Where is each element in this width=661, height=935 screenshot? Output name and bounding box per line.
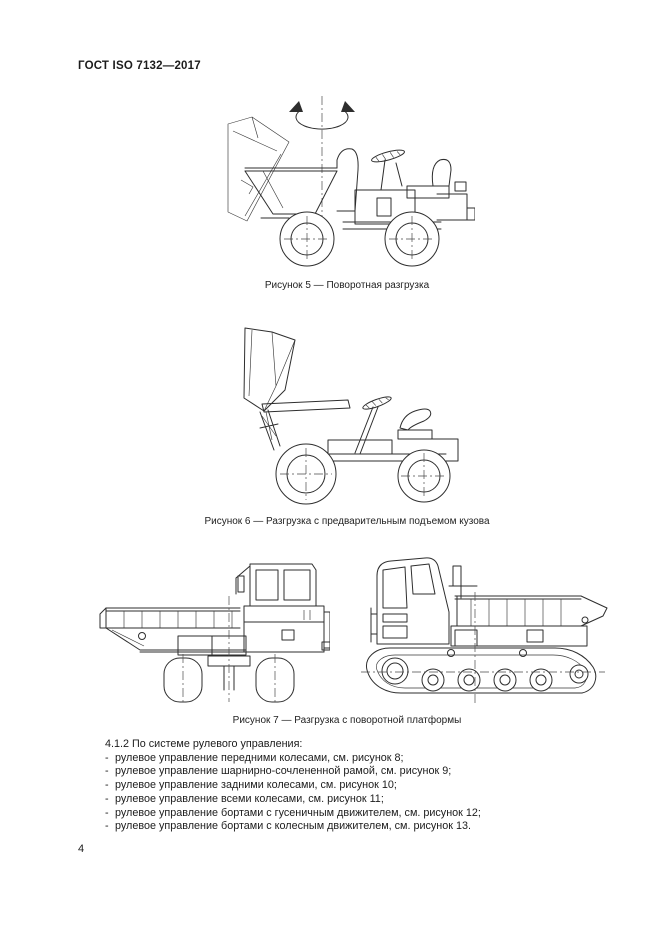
list-item: -рулевое управление всеми колесами, см. … — [105, 793, 481, 807]
bullet-dash: - — [105, 765, 109, 778]
figure-6-drawing-dumper-elevated-skip — [243, 327, 459, 505]
figure-6-caption: Рисунок 6 — Разгрузка с предварительным … — [204, 516, 490, 527]
list-item-text: рулевое управление передними колесами, с… — [115, 751, 404, 764]
page-number: 4 — [78, 843, 85, 855]
figure-7-right — [355, 550, 611, 711]
bullet-dash: - — [105, 792, 109, 805]
section-4-1-2: 4.1.2 По системе рулевого управления: -р… — [105, 738, 481, 834]
list-item: -рулевое управление передними колесами, … — [105, 752, 481, 766]
list-item-text: рулевое управление всеми колесами, см. р… — [115, 792, 384, 805]
list-item: -рулевое управление бортами с колесным д… — [105, 820, 481, 834]
steering-systems-list: -рулевое управление передними колесами, … — [105, 752, 481, 834]
page-header: ГОСТ ISO 7132—2017 — [78, 60, 201, 72]
list-item-text: рулевое управление шарнирно-сочлененной … — [115, 765, 452, 778]
figure-6 — [232, 312, 472, 512]
figure-7-drawing-tracked-platform-dumper — [361, 557, 608, 704]
figure-7-drawing-wheeled-platform-dumper — [99, 563, 331, 704]
list-item: -рулевое управление бортами с гусеничным… — [105, 807, 481, 821]
list-item: -рулевое управление шарнирно-сочлененной… — [105, 765, 481, 779]
bullet-dash: - — [105, 806, 109, 819]
figure-7-left — [78, 552, 331, 709]
list-item-text: рулевое управление бортами с колесным дв… — [115, 820, 471, 833]
list-item-text: рулевое управление задними колесами, см.… — [115, 779, 397, 792]
figure-5 — [225, 90, 476, 275]
bullet-dash: - — [105, 779, 109, 792]
figure-7-caption: Рисунок 7 — Разгрузка с поворотной платф… — [232, 715, 462, 726]
list-item: -рулевое управление задними колесами, см… — [105, 779, 481, 793]
section-heading: 4.1.2 По системе рулевого управления: — [105, 738, 303, 750]
figure-5-drawing-dumper-rotary-discharge — [227, 96, 476, 267]
list-item-text: рулевое управление бортами с гусеничным … — [115, 806, 481, 819]
figure-5-caption: Рисунок 5 — Поворотная разгрузка — [264, 280, 430, 291]
bullet-dash: - — [105, 820, 109, 833]
bullet-dash: - — [105, 751, 109, 764]
